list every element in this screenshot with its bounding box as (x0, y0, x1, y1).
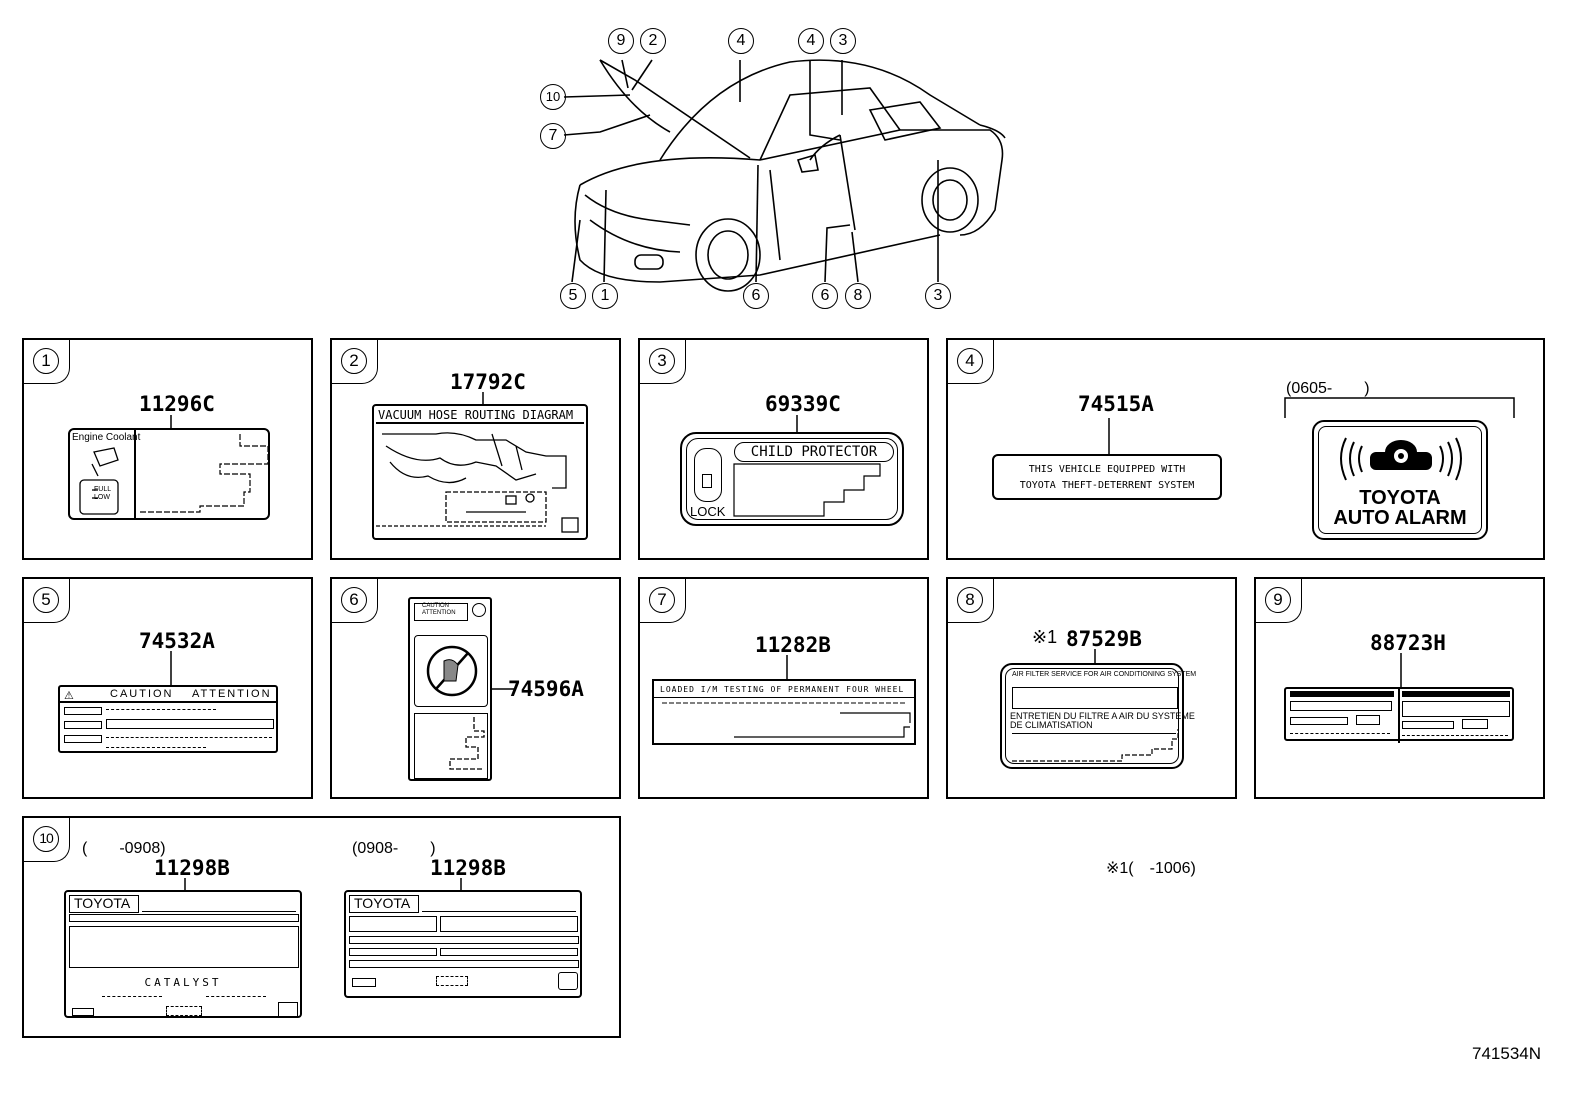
panel-4-date-range: (0605- ) (1286, 380, 1370, 397)
coolant-label-title: Engine Coolant (72, 432, 141, 443)
attention-text-5: ATTENTION (192, 688, 272, 700)
panel-1: 1 11296C Engine Coolant FULL LOW (22, 338, 313, 560)
engine-hose-diagram (376, 432, 579, 533)
vacuum-hose-label-title: VACUUM HOSE ROUTING DIAGRAM (378, 408, 574, 422)
panel-2: 2 17792C VACUUM HOSE ROUTING DIAGRAM (330, 338, 621, 560)
emission-label-a: TOYOTA CATALYST (64, 890, 302, 1018)
callout-3a: 3 (830, 28, 856, 54)
panel-4-number: 4 (957, 348, 983, 374)
im-testing-label: LOADED I/M TESTING OF PERMANENT FOUR WHE… (652, 679, 916, 745)
callout-4a: 4 (728, 28, 754, 54)
airbag-label: CAUTION ATTENTION (408, 597, 492, 781)
panel-5: 5 74532A ⚠ CAUTION ATTENTION (22, 577, 313, 799)
air-filter-label: AIR FILTER SERVICE FOR AIR CONDITIONING … (1000, 663, 1196, 769)
panel-9: 9 88723H (1254, 577, 1545, 799)
airbag-caution-text: CAUTION (422, 603, 449, 609)
panel-9-number: 9 (1265, 587, 1291, 613)
warning-triangle-icon: ⚠ (64, 690, 74, 702)
panel-7-number: 7 (649, 587, 675, 613)
panel-3-part-number: 69339C (765, 392, 841, 416)
caution-text-5: CAUTION (110, 688, 174, 700)
im-testing-text: LOADED I/M TESTING OF PERMANENT FOUR WHE… (660, 685, 905, 694)
callout-7: 7 (540, 123, 566, 149)
emission-label-b: TOYOTA (344, 890, 582, 998)
callout-2: 2 (640, 28, 666, 54)
panel-8-marker: ※1 (1032, 627, 1058, 647)
emission-a-toyota: TOYOTA (74, 895, 131, 911)
car-drawing (563, 59, 1006, 292)
coolant-full-text: FULL (94, 486, 112, 493)
callout-5: 5 (560, 283, 586, 309)
panel-10-range-b: (0908- ) (352, 840, 436, 857)
air-filter-line3: DE CLIMATISATION (1010, 720, 1093, 730)
panel-8-part-number: 87529B (1066, 627, 1142, 651)
panel-9-part-number: 88723H (1370, 631, 1446, 655)
panel-1-number: 1 (33, 348, 59, 374)
panel-5-part-number: 74532A (139, 629, 215, 653)
callout-6a: 6 (743, 283, 769, 309)
child-protector-title: CHILD PROTECTOR (734, 442, 894, 462)
alarm-auto-alarm-text: AUTO ALARM (1333, 507, 1467, 529)
panel-5-number: 5 (33, 587, 59, 613)
panel-4-range-bracket (1284, 397, 1515, 418)
callout-8: 8 (845, 283, 871, 309)
drawing-reference-number: 741534N (1472, 1044, 1542, 1063)
theft-label-line1: THIS VEHICLE EQUIPPED WITH (1028, 464, 1186, 475)
auto-alarm-label: TOYOTA AUTO ALARM (1312, 420, 1488, 540)
coolant-low-text: LOW (94, 494, 110, 501)
callout-10: 10 (540, 84, 566, 110)
panel-3: 3 69339C LOCK CHILD PROTECTOR (638, 338, 929, 560)
airbag-attention-text: ATTENTION (422, 610, 456, 616)
callout-9: 9 (608, 28, 634, 54)
panel-6: 6 CAUTION ATTENTION 74596A (330, 577, 621, 799)
panel-10: 10 ( -0908) (0908- ) 11298B 11298B TOYOT… (22, 816, 621, 1038)
car-illustration: 9 2 4 4 3 10 7 5 1 6 6 8 3 (540, 20, 1040, 320)
coolant-label: Engine Coolant FULL LOW (68, 428, 270, 520)
panel-2-part-number: 17792C (450, 370, 526, 394)
panel-10-number: 10 (33, 826, 59, 852)
panel-7-part-number: 11282B (755, 633, 831, 657)
panel-10-part-number-b: 11298B (430, 856, 506, 880)
theft-deterrent-label: THIS VEHICLE EQUIPPED WITH TOYOTA THEFT-… (992, 454, 1222, 500)
panel-6-number: 6 (341, 587, 367, 613)
warning-label-9 (1284, 687, 1514, 743)
callout-6b: 6 (812, 283, 838, 309)
child-lock-switch-icon (694, 448, 722, 502)
child-lock-text: LOCK (690, 504, 726, 519)
caution-label-5: ⚠ CAUTION ATTENTION (58, 685, 278, 753)
panel-4-part-number: 74515A (1078, 392, 1154, 416)
air-filter-line1: AIR FILTER SERVICE FOR AIR CONDITIONING … (1012, 671, 1197, 678)
panel-4: 4 74515A THIS VEHICLE EQUIPPED WITH TOYO… (946, 338, 1545, 560)
vacuum-hose-label: VACUUM HOSE ROUTING DIAGRAM (372, 404, 588, 540)
child-protector-label: LOCK CHILD PROTECTOR (680, 432, 904, 526)
panel-10-part-number-a: 11298B (154, 856, 230, 880)
coolant-label-text-block (140, 434, 269, 513)
air-filter-line2: ENTRETIEN DU FILTRE A AIR DU SYSTEME (1010, 711, 1195, 721)
emission-b-toyota: TOYOTA (354, 895, 411, 911)
panel-10-range-a: ( -0908) (82, 840, 166, 857)
callout-3b: 3 (925, 283, 951, 309)
callout-4b: 4 (798, 28, 824, 54)
theft-label-line2: TOYOTA THEFT-DETERRENT SYSTEM (1019, 480, 1195, 491)
panel-8: 8 ※1 87529B AIR FILTER SERVICE FOR AIR C… (946, 577, 1237, 799)
child-protector-text-block (733, 463, 881, 517)
panel-7: 7 11282B LOADED I/M TESTING OF PERMANENT… (638, 577, 929, 799)
airbag-small-icon (472, 603, 486, 617)
alarm-toyota-text: TOYOTA (1359, 487, 1441, 509)
alarm-car-icon (1340, 437, 1462, 481)
no-child-seat-icon (426, 645, 478, 697)
footnote-marker-1: ※1( -1006) (1106, 860, 1196, 877)
panel-6-part-number: 74596A (508, 677, 584, 701)
panel-2-number: 2 (341, 348, 367, 374)
panel-3-number: 3 (649, 348, 675, 374)
callout-1: 1 (592, 283, 618, 309)
emission-a-catalyst: CATALYST (144, 976, 222, 989)
coolant-reservoir-icon (79, 447, 119, 515)
panel-8-number: 8 (957, 587, 983, 613)
panel-1-part-number: 11296C (139, 392, 215, 416)
